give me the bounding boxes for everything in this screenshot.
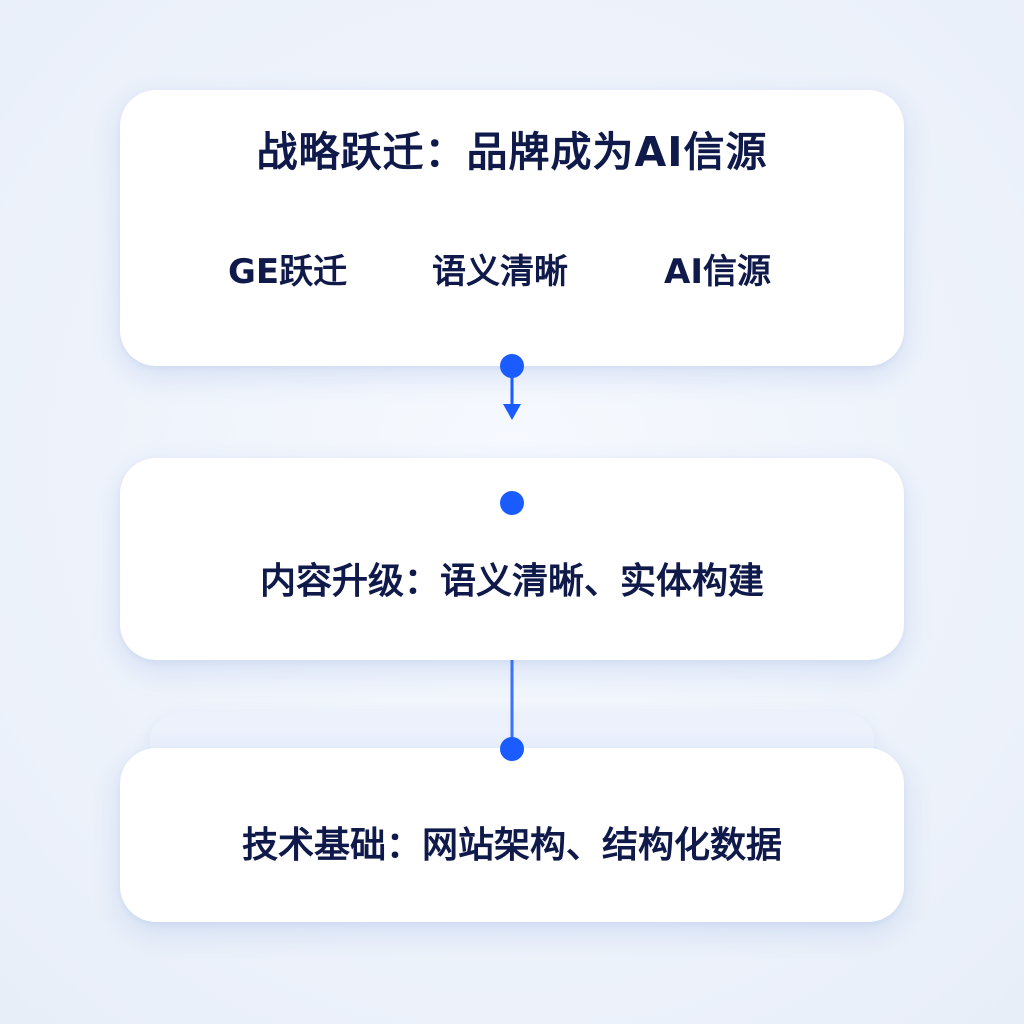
tech-foundation-text: 技术基础：网站架构、结构化数据 [241,825,782,866]
top-card [120,90,904,366]
tag-ge-leap: GE跃迁 [228,252,348,292]
arrow-down-icon [503,404,521,420]
strategy-title: 战略跃迁：品牌成为AI信源 [256,128,768,176]
content-upgrade-text: 内容升级：语义清晰、实体构建 [259,561,764,602]
bottom-card [120,748,904,922]
tag-ai-source: AI信源 [664,252,771,292]
tag-semantic-clarity: 语义清晰 [432,252,568,292]
